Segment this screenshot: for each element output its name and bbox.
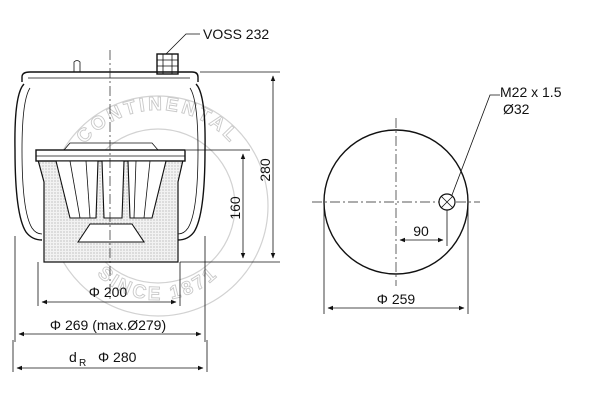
dr-subscript-label: R (79, 358, 86, 369)
height-total-label: 280 (257, 158, 273, 182)
dimension-dr-diameter: d R Φ 280 (12, 340, 208, 372)
dr-value-label: Φ 280 (98, 349, 137, 365)
dimension-bellows-diameter: Φ 269 (max.Ø279) (14, 236, 206, 342)
dr-prefix-label: d (69, 349, 77, 365)
thread-diameter-label: Ø32 (503, 101, 530, 117)
dimension-height-total: 280 (180, 71, 280, 263)
dimension-piston-diameter: Φ 200 (37, 262, 181, 306)
port-callout: M22 x 1.5 Ø32 (451, 84, 562, 196)
height-piston-label: 160 (227, 196, 243, 220)
dimension-offset: 90 (399, 210, 448, 246)
thread-label: M22 x 1.5 (500, 84, 562, 100)
plate-diameter-label: Φ 259 (377, 291, 416, 307)
dimension-plate-diameter: Φ 259 (323, 204, 469, 314)
dimension-height-piston: 160 (186, 149, 250, 259)
svg-text:CONTINENTAL: CONTINENTAL (73, 94, 244, 148)
piston-diameter-label: Φ 200 (89, 284, 128, 300)
air-spring-side-view (14, 50, 206, 300)
valve-callout: VOSS 232 (165, 26, 269, 55)
watermark-top-text: CONTINENTAL (72, 93, 241, 148)
valve-label: VOSS 232 (203, 26, 269, 42)
top-plate-view (312, 118, 480, 286)
offset-label: 90 (413, 223, 429, 239)
bellows-diameter-label: Φ 269 (max.Ø279) (50, 317, 166, 333)
